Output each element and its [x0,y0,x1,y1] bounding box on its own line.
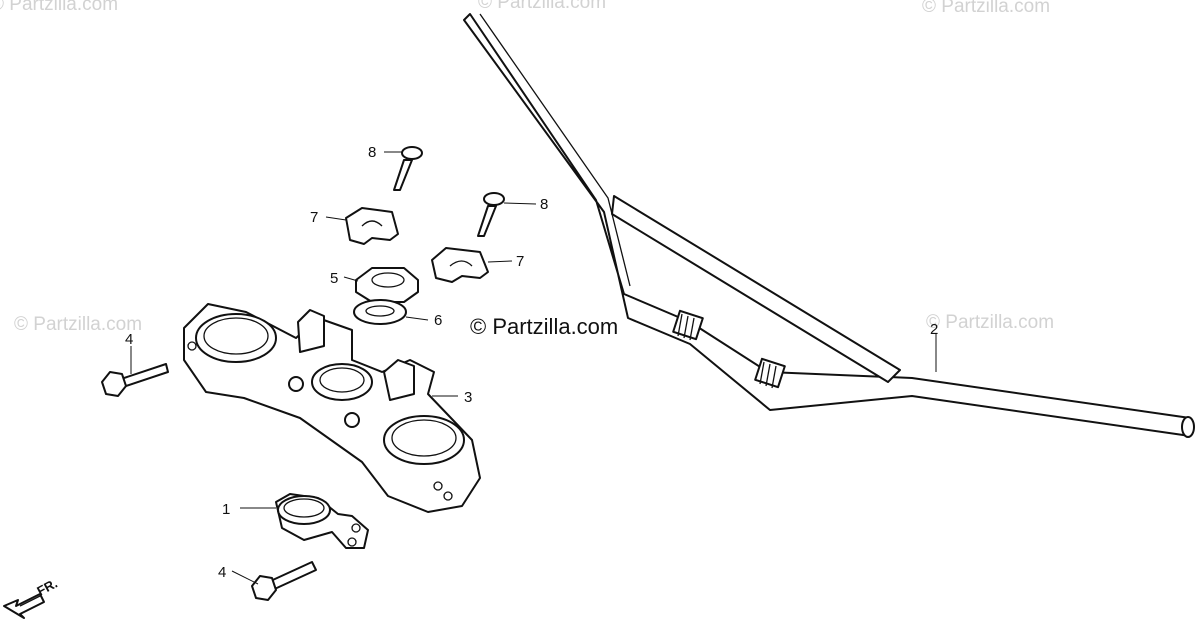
stem-nut [355,267,419,303]
watermark-top-center: © Partzilla.com [478,0,606,13]
watermark-top-right: © Partzilla.com [922,0,1050,17]
callout-4-lower: 4 [218,564,226,581]
top-bridge [183,303,481,513]
watermark-mid-left: © Partzilla.com [14,314,142,335]
holder-bolt-left [393,146,423,191]
callout-8-right: 8 [540,196,548,213]
handlebar [463,13,1195,438]
washer [353,299,407,325]
callout-7-right: 7 [516,253,524,270]
clamp [275,493,369,549]
callout-7-left: 7 [310,209,318,226]
leader-lines [130,151,937,585]
bolt-lower [251,561,317,601]
watermark-center: © Partzilla.com [470,314,618,339]
upper-holder-left [345,207,399,245]
callout-1: 1 [222,501,230,518]
callout-8-left: 8 [368,144,376,161]
watermark-mid-right: © Partzilla.com [926,312,1054,333]
callout-2: 2 [930,321,938,338]
holder-bolt-right [477,192,505,237]
callout-6: 6 [434,312,442,329]
callout-5: 5 [330,270,338,287]
upper-holder-right [431,247,489,283]
bolt-upper [101,363,169,397]
front-direction-arrow: FR. [3,576,60,619]
callout-3: 3 [464,389,472,406]
callout-4-upper: 4 [125,331,133,348]
watermark-top-left: © Partzilla.com [0,0,118,15]
